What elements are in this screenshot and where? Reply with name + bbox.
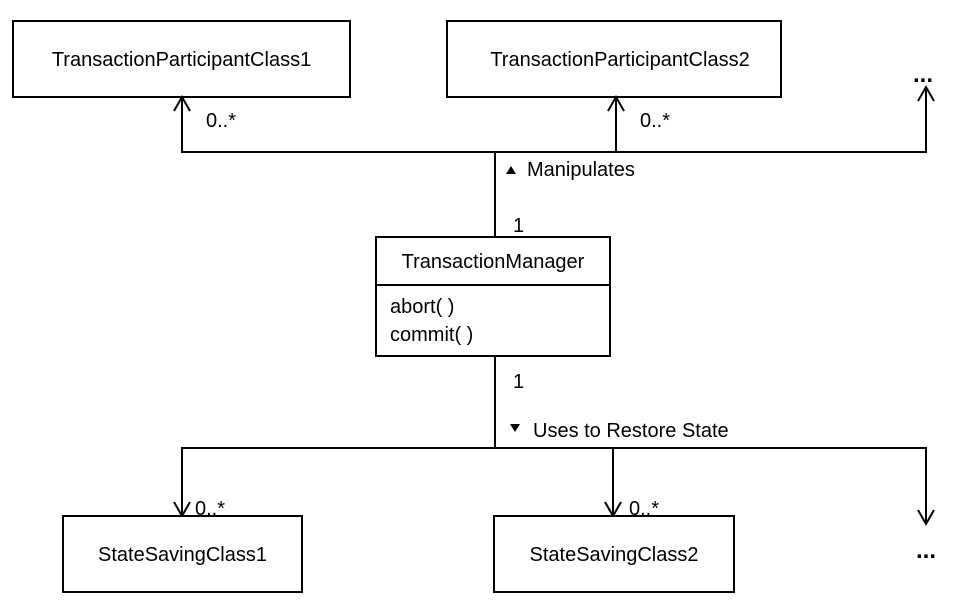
class-name: StateSavingClass2 <box>530 544 699 566</box>
method-commit: commit( ) <box>390 324 473 346</box>
class-state-saving-2: StateSavingClass2 <box>493 515 735 593</box>
multiplicity-label: 1 <box>513 371 524 393</box>
association-label: Uses to Restore State <box>533 420 729 442</box>
class-name: TransactionParticipantClass2 <box>490 49 749 71</box>
multiplicity-label: 0..* <box>629 498 659 520</box>
association-line <box>181 87 927 153</box>
open-arrowhead-icon <box>173 94 191 112</box>
triangle-down-icon <box>510 424 520 432</box>
association-restore-state: Uses to Restore State 1 0..* 0..* <box>173 356 935 527</box>
open-arrowhead-icon <box>917 509 935 527</box>
open-arrowhead-icon <box>607 94 625 112</box>
class-transaction-participant-2: TransactionParticipantClass2 <box>446 20 782 98</box>
class-transaction-participant-1: TransactionParticipantClass1 <box>12 20 351 98</box>
multiplicity-label: 0..* <box>206 110 236 132</box>
multiplicity-label: 1 <box>513 215 524 237</box>
multiplicity-label: 0..* <box>640 110 670 132</box>
association-manipulates: Manipulates 0..* 0..* 1 <box>173 84 935 237</box>
class-name: TransactionParticipantClass1 <box>52 49 311 71</box>
open-arrowhead-icon <box>917 84 935 102</box>
method-abort: abort( ) <box>390 296 454 318</box>
class-transaction-manager: TransactionManager abort( ) commit( ) <box>375 236 611 357</box>
triangle-up-icon <box>506 166 516 174</box>
class-name: TransactionManager <box>402 251 585 273</box>
association-label: Manipulates <box>527 159 635 181</box>
more-state-saving-ellipsis: ... <box>916 537 936 564</box>
association-line <box>181 447 927 524</box>
more-participants-ellipsis: ... <box>913 61 933 88</box>
class-name: StateSavingClass1 <box>98 544 267 566</box>
multiplicity-label: 0..* <box>195 498 225 520</box>
class-state-saving-1: StateSavingClass1 <box>62 515 303 593</box>
